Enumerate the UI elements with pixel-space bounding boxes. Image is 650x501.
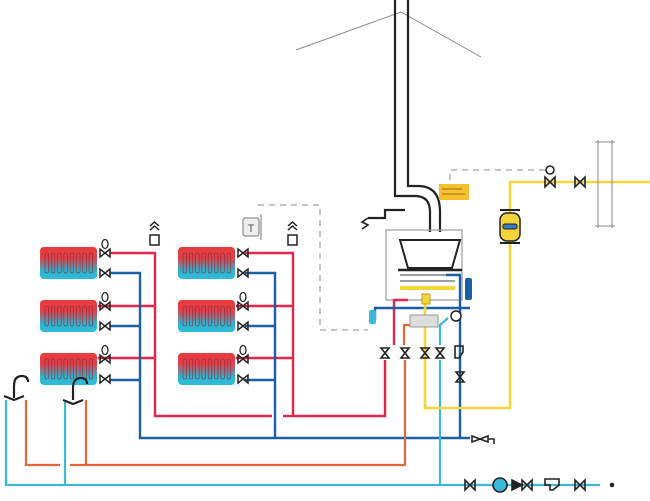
heating-supply-pipes [98,251,408,418]
filter-icon [454,345,464,359]
radiator [178,247,249,279]
radiator-valve [99,267,111,279]
radiator-valve [237,320,249,332]
heat-exchanger [400,274,455,282]
radiator-valve [99,353,111,365]
water-inlet-line [464,477,615,493]
radiator-valve [237,373,249,385]
thermostatic-head-icon [239,344,247,356]
radiator [40,344,111,385]
boiler-outlet-valves [379,345,495,444]
radiator-valve [237,267,249,279]
thermostatic-head-icon [239,291,247,303]
wall [595,140,615,228]
gas-valves [544,165,586,189]
air-vents [149,220,298,246]
radiator-valve [237,247,249,259]
hot-water-pipes [24,323,412,467]
radiator-valve [99,373,111,385]
radiator [40,238,111,279]
thermostatic-head-icon [101,291,109,303]
cold-water-pipes [4,317,600,487]
radiator-valve [237,353,249,365]
gas-pipes [423,180,650,410]
radiators [40,238,249,385]
taps [3,374,89,406]
thermostat-icon: T [242,214,262,240]
thermostatic-head-icon [101,238,109,250]
label-box [439,184,469,200]
water-meter-icon [492,477,508,493]
thermostatic-head-icon [101,344,109,356]
chimney-flue [360,0,442,232]
radiator [178,291,249,332]
svg-text:T: T [248,223,255,235]
burner [400,286,455,290]
radiator-valve [99,247,111,259]
roof [295,11,482,58]
radiator-valve [99,320,111,332]
gas-meter-icon [499,209,521,244]
radiator [40,291,111,332]
thermostat-dashed-link [258,169,545,331]
boiler-casing [385,229,463,301]
radiator-valve [237,300,249,312]
boiler-internals [369,278,472,328]
pump-icon [450,310,462,322]
heating-return-pipes [110,271,470,440]
radiator-valve [99,300,111,312]
radiator [178,344,249,385]
